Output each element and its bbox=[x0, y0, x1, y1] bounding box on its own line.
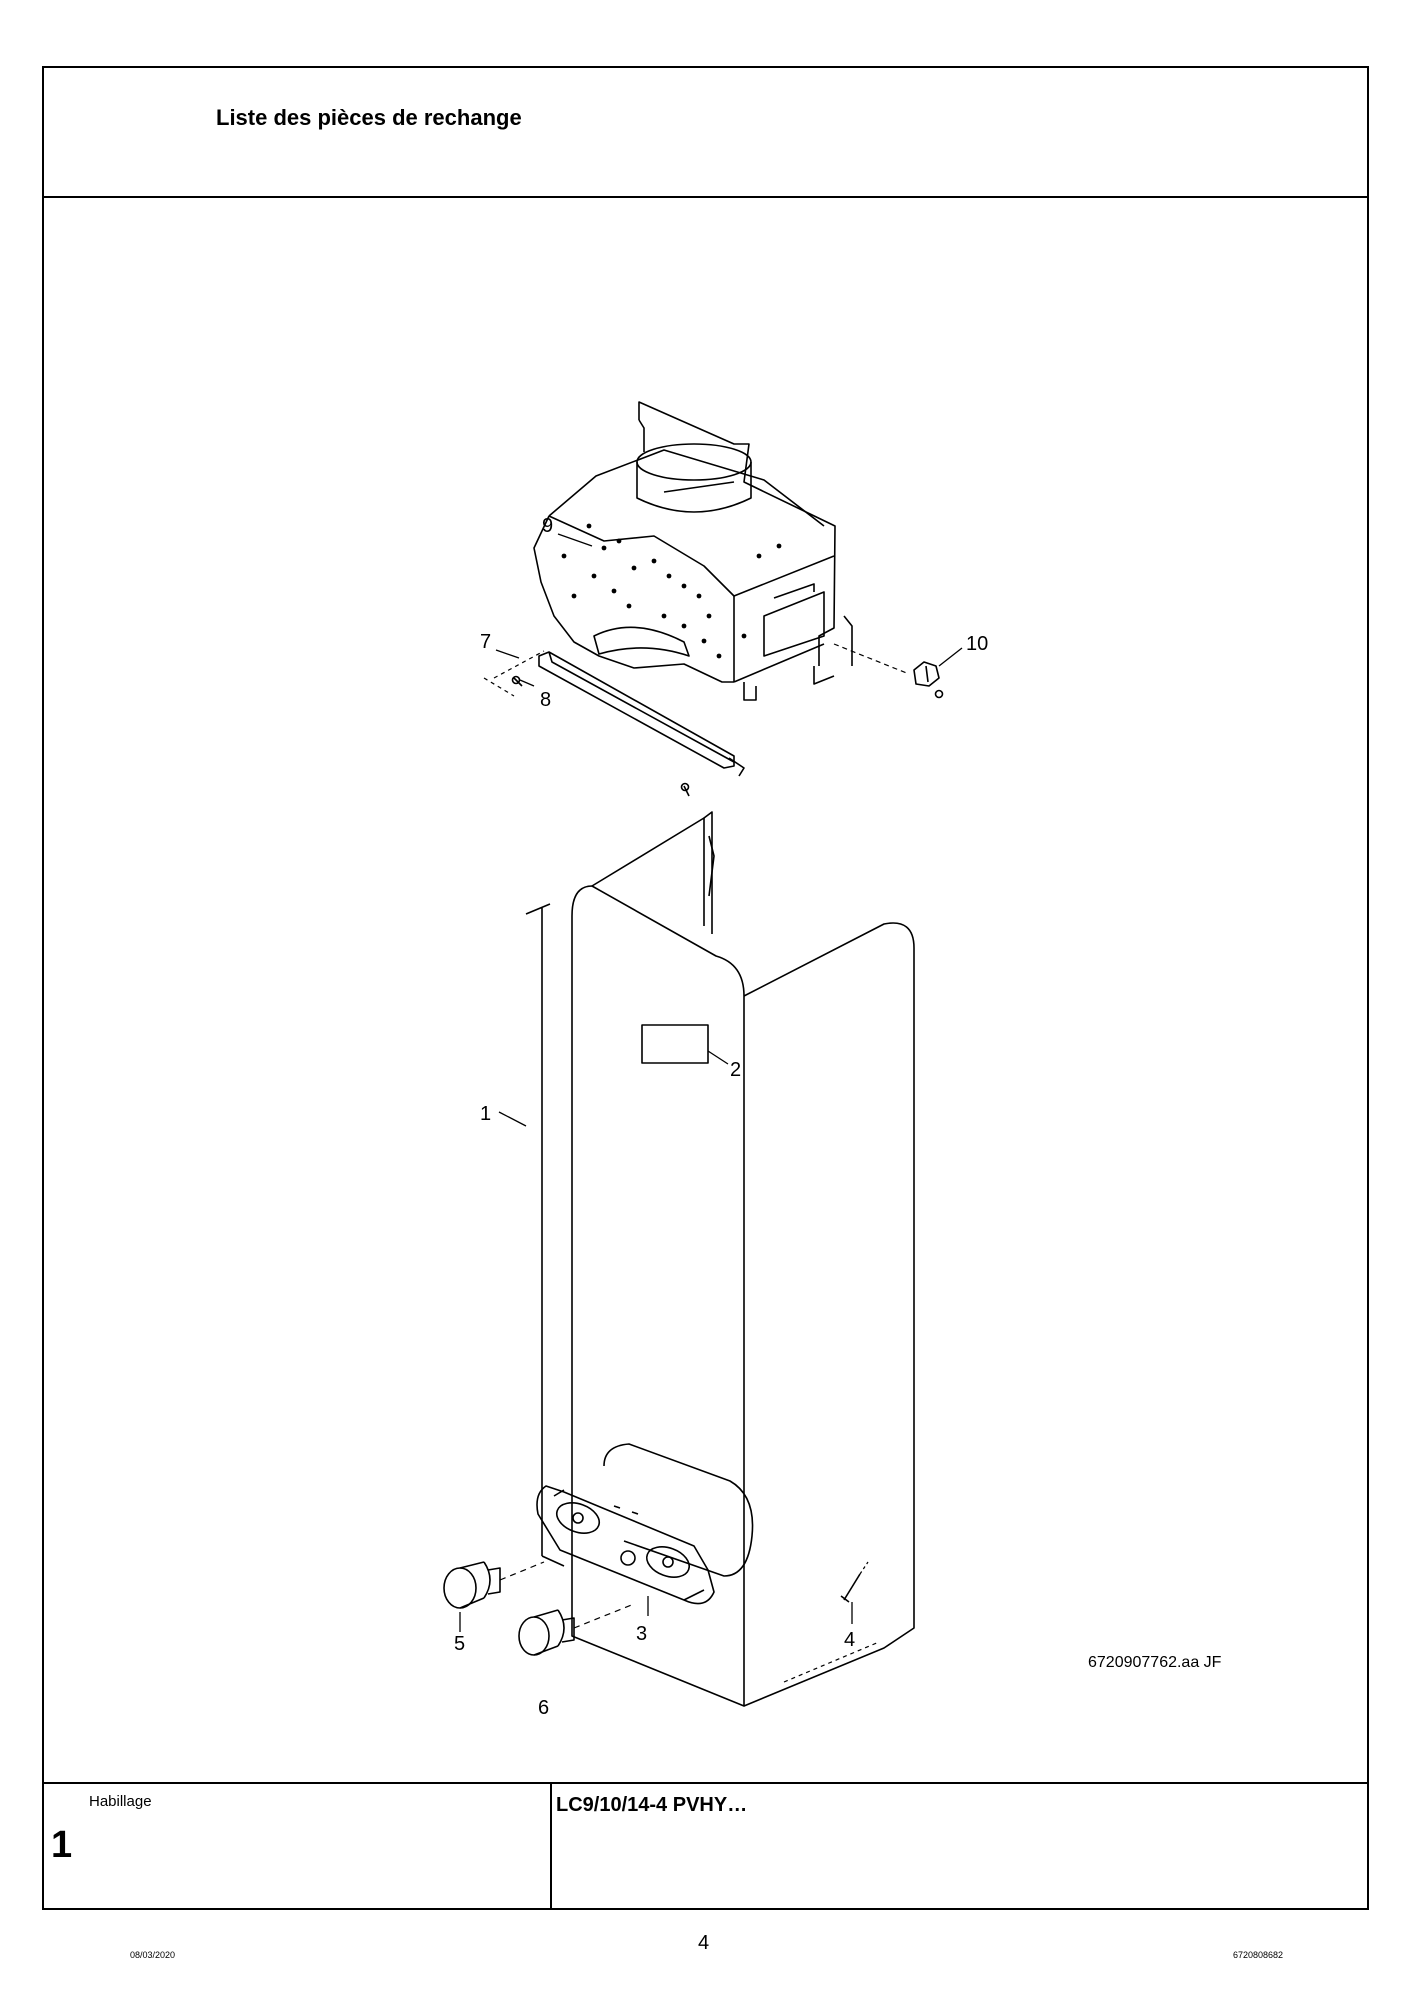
screw-4-part bbox=[840, 1561, 869, 1603]
control-panel-part bbox=[536, 1485, 715, 1605]
print-date: 08/03/2020 bbox=[130, 1950, 176, 1960]
callout-1: 1 bbox=[480, 1103, 491, 1125]
leader-lines bbox=[459, 533, 963, 1632]
casing-part bbox=[525, 811, 915, 1707]
screw-bottom bbox=[680, 782, 690, 797]
drawing-svg: 9 7 8 10 1 2 3 4 5 6 bbox=[443, 401, 988, 1719]
callout-3: 3 bbox=[636, 1623, 647, 1645]
sensor-part bbox=[833, 643, 944, 699]
page-frame: Liste des pièces de rechange bbox=[42, 66, 1369, 1910]
page-number: 4 bbox=[698, 1932, 710, 1954]
header-row: Liste des pièces de rechange bbox=[44, 68, 1367, 198]
page-title: Liste des pièces de rechange bbox=[216, 105, 522, 130]
callout-7: 7 bbox=[480, 631, 491, 653]
bracket-bar-part bbox=[538, 651, 745, 777]
footer-section-cell: Habillage 1 bbox=[44, 1784, 552, 1908]
callout-10: 10 bbox=[966, 633, 988, 655]
model-title: LC9/10/14-4 PVHY… bbox=[556, 1794, 748, 1816]
section-label: Habillage bbox=[89, 1793, 152, 1810]
exploded-parts-drawing: 9 7 8 10 1 2 3 4 5 6 6720907762.aa JF bbox=[44, 196, 1367, 1782]
callout-5: 5 bbox=[454, 1633, 465, 1655]
document-number: 6720808682 bbox=[1233, 1950, 1284, 1960]
combustion-chamber-part bbox=[533, 401, 853, 701]
callout-2: 2 bbox=[730, 1059, 741, 1081]
callout-8: 8 bbox=[540, 689, 551, 711]
section-number: 1 bbox=[51, 1824, 73, 1866]
knob-5-part bbox=[443, 1561, 545, 1609]
footer-row: Habillage 1 LC9/10/14-4 PVHY… bbox=[44, 1782, 1367, 1908]
screw-8 bbox=[511, 675, 523, 687]
drawing-reference: 6720907762.aa JF bbox=[1088, 1654, 1222, 1671]
callout-9: 9 bbox=[542, 515, 553, 537]
knob-6-part bbox=[518, 1603, 635, 1656]
callout-4: 4 bbox=[844, 1629, 855, 1651]
callout-6: 6 bbox=[538, 1697, 549, 1719]
